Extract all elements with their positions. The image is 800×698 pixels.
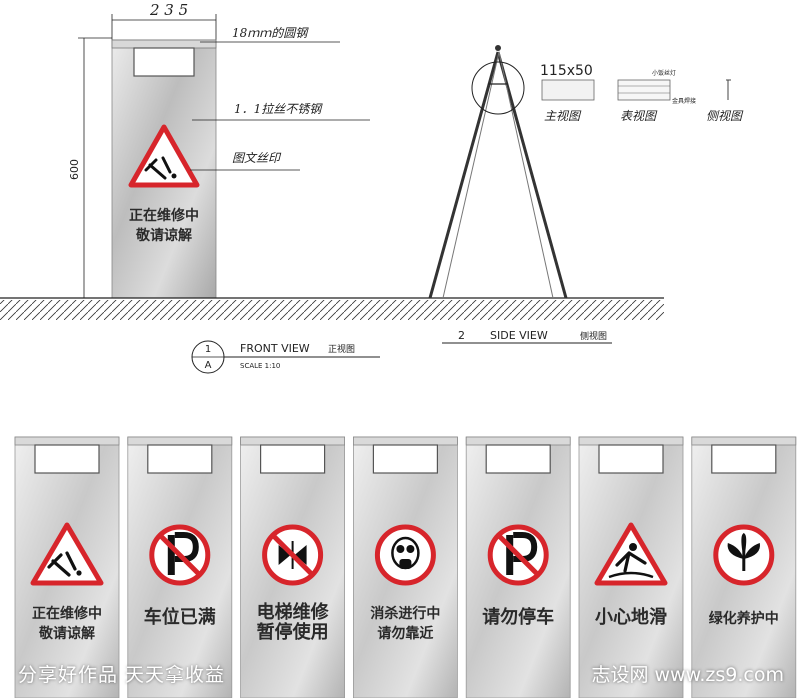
detail-main-view: 主视图 (544, 109, 582, 123)
sign-handle-window (598, 444, 664, 474)
sign-line1: 消杀进行中 (370, 605, 440, 622)
watermark-footer: 分享好作品 天天拿收益 志设网 www.zs9.com (0, 652, 800, 698)
no-parking-icon (149, 524, 211, 586)
sign-line1: 绿化养护中 (709, 610, 779, 627)
sign-handle-window (260, 444, 326, 474)
sign-handle-window (485, 444, 551, 474)
sign-line2: 暂停使用 (257, 621, 329, 643)
front-view-cn: 正视图 (328, 343, 355, 355)
ground-line (0, 297, 664, 320)
sign-card: 绿化养护中 (691, 436, 797, 698)
construction-warning-icon (30, 522, 104, 586)
plant-care-icon (713, 524, 775, 586)
no-parking-icon (487, 524, 549, 586)
sign-top-bar (127, 436, 233, 446)
svg-text:1: 1 (205, 344, 211, 355)
front-view-title: FRONT VIEW (240, 342, 310, 355)
svg-text:图文丝印: 图文丝印 (232, 151, 282, 165)
detail-side-view: 侧视图 (706, 109, 744, 123)
sign-card: 请勿停车 (465, 436, 571, 698)
callout-print: 图文丝印 (190, 151, 300, 171)
detail-note-bottom: 金具焊接 (672, 97, 696, 105)
side-view-label: 2 SIDE VIEW 侧视图 (442, 329, 612, 344)
sign-line1: 正在维修中 (32, 605, 102, 622)
sign-line2: 请勿靠近 (377, 625, 433, 642)
construction-warning-icon (128, 124, 200, 188)
sign-card: 车位已满 (127, 436, 233, 698)
sign-line1: 小心地滑 (595, 606, 667, 628)
sign-line2: 敬请谅解 (38, 625, 95, 642)
sign-handle-window (34, 444, 100, 474)
detail-views: 115x50 主视图 小饭丝灯 金具焊接 表视图 侧视图 (540, 63, 744, 123)
width-dimension: 2 3 5 (111, 1, 217, 40)
callout-tube: 18ｍｍ的圆钢 (200, 26, 340, 43)
width-value: 2 3 5 (149, 1, 188, 19)
main-sign-front-view: 正在维修中 敬请谅解 (111, 39, 217, 299)
svg-text:A: A (205, 360, 212, 371)
front-view-label: 1 A FRONT VIEW 正视图 SCALE 1:10 (191, 340, 380, 374)
gas-mask-icon (374, 524, 436, 586)
sign-top-bar (465, 436, 571, 446)
sign-top-bar (691, 436, 797, 446)
callout-panel: 1．1拉丝不锈钢 (192, 102, 370, 121)
side-view-cn: 侧视图 (580, 330, 607, 342)
detail-note-top: 小饭丝灯 (652, 69, 676, 77)
sign-handle-window (372, 444, 438, 474)
watermark-right: 志设网 www.zs9.com (591, 664, 784, 686)
svg-text:1．1拉丝不锈钢: 1．1拉丝不锈钢 (234, 102, 323, 116)
sign-line1: 车位已满 (144, 606, 216, 628)
side-view-a-frame (428, 45, 568, 299)
main-sign-line2: 敬请谅解 (135, 227, 192, 244)
main-sign-line1: 正在维修中 (129, 207, 199, 224)
elevator-no-use-icon (262, 524, 324, 586)
side-view-title: SIDE VIEW (490, 329, 548, 342)
sign-top-bar (578, 436, 684, 446)
sign-card: 小心地滑 (578, 436, 684, 698)
sign-handle-window (147, 444, 213, 474)
detail-size: 115x50 (540, 63, 593, 79)
height-dimension: 600 (68, 37, 112, 298)
front-view-scale: SCALE 1:10 (240, 362, 280, 370)
watermark-left: 分享好作品 天天拿收益 (18, 664, 226, 686)
sign-line1: 电梯维修 (257, 601, 330, 623)
sign-row: 正在维修中敬请谅解车位已满电梯维修暂停使用消杀进行中请勿靠近请勿停车小心地滑绿化… (14, 436, 797, 698)
sign-line1: 请勿停车 (482, 606, 554, 628)
svg-text:18ｍｍ的圆钢: 18ｍｍ的圆钢 (232, 26, 309, 40)
height-value: 600 (68, 159, 81, 180)
sign-top-bar (14, 436, 120, 446)
sign-handle-window (711, 444, 777, 474)
sign-top-bar (240, 436, 346, 446)
sign-top-bar (352, 436, 458, 446)
slippery-floor-icon (594, 522, 668, 586)
svg-text:2: 2 (458, 329, 465, 342)
detail-top-view: 表视图 (620, 109, 658, 123)
